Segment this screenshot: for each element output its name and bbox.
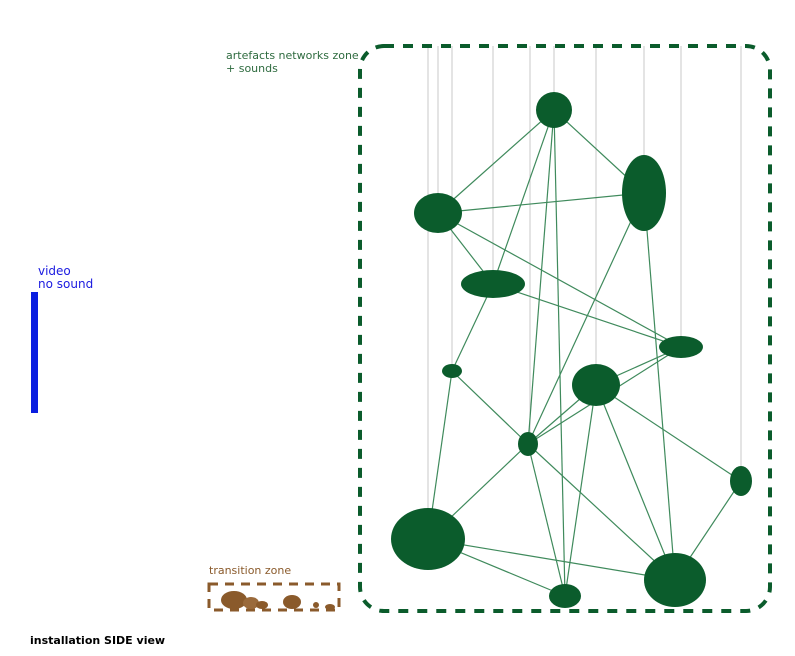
video-label: video no sound xyxy=(38,265,93,291)
transition-zone-label: transition zone xyxy=(209,564,292,577)
network-edge xyxy=(595,384,676,581)
network-edge xyxy=(527,443,566,597)
artefact-node xyxy=(518,432,538,456)
network-edge xyxy=(451,370,529,445)
video-label-line1: video xyxy=(38,264,71,278)
transition-zone-border xyxy=(207,582,341,612)
network-edge xyxy=(427,538,676,581)
video-label-line2: no sound xyxy=(38,277,94,291)
network-edge xyxy=(553,109,566,597)
network-edge xyxy=(492,109,555,285)
artefact-node xyxy=(442,364,462,378)
network-edge xyxy=(437,109,555,214)
network-edge xyxy=(437,212,682,348)
artefact-node xyxy=(644,553,706,607)
transition-object xyxy=(313,602,319,608)
network-edge xyxy=(451,283,494,372)
artefacts-zone-label: artefacts networks zone + sounds xyxy=(226,49,359,75)
transition-object xyxy=(221,591,247,609)
zone-label-line1: artefacts networks zone xyxy=(226,49,359,62)
network-edges xyxy=(427,109,742,597)
network-edge xyxy=(595,384,742,482)
transition-object xyxy=(256,601,268,609)
artefact-node xyxy=(622,155,666,231)
video-screen-bar xyxy=(31,292,38,413)
artefact-node xyxy=(549,584,581,608)
artefact-node xyxy=(730,466,752,496)
zone-label-line2: + sounds xyxy=(226,62,278,75)
network-edge xyxy=(564,384,597,597)
network-edge xyxy=(643,192,676,581)
artefact-node xyxy=(659,336,703,358)
artefacts-zone-border xyxy=(358,44,772,613)
artefact-node xyxy=(572,364,620,406)
network-nodes xyxy=(391,92,752,608)
artefact-node xyxy=(461,270,525,298)
transition-zone xyxy=(207,582,341,612)
network-edge xyxy=(527,109,555,445)
network-edge xyxy=(437,192,645,214)
artefact-node xyxy=(391,508,465,570)
network-edge xyxy=(527,192,645,445)
transition-object xyxy=(283,595,301,609)
artefact-node xyxy=(536,92,572,128)
diagram-caption: installation SIDE view xyxy=(30,634,166,647)
transition-object xyxy=(243,597,259,609)
transition-object xyxy=(325,604,335,610)
network-edge xyxy=(492,283,682,348)
network-edge xyxy=(527,443,676,581)
artefact-node xyxy=(414,193,462,233)
